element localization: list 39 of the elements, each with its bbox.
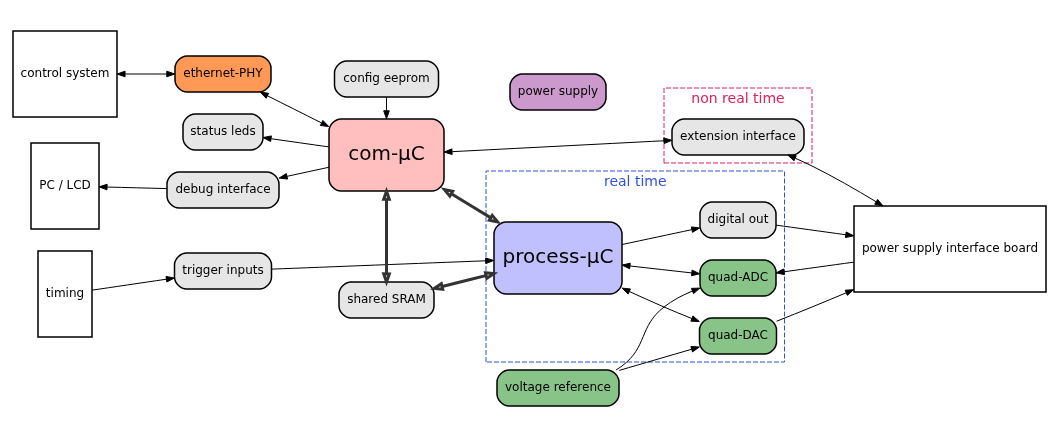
node-box: com-µC	[328, 118, 445, 192]
node-box: quad-ADC	[699, 259, 777, 297]
arrow	[775, 261, 855, 276]
arrow	[259, 91, 330, 128]
arrow	[775, 224, 855, 238]
arrow	[615, 287, 701, 371]
node-box: process-µC	[493, 221, 623, 295]
node-box: voltage reference	[496, 369, 620, 407]
arrow	[262, 135, 330, 148]
node-box: status leds	[182, 113, 264, 151]
node-box: trigger inputs	[173, 252, 273, 290]
node-box: power supply	[509, 73, 607, 111]
arrow	[98, 183, 168, 191]
node-box: PC / LCD	[30, 142, 100, 230]
arrow	[116, 70, 176, 78]
node-box: shared SRAM	[338, 281, 435, 319]
node-box: ethernet-PHY	[174, 55, 272, 93]
arrow	[440, 187, 502, 225]
arrow	[621, 287, 700, 322]
arrow	[621, 262, 701, 277]
arrow	[429, 271, 499, 291]
arrow	[443, 137, 673, 155]
node-box: config eeprom	[333, 60, 440, 98]
arrow	[381, 186, 392, 287]
arrow	[383, 96, 390, 120]
arrow	[621, 226, 701, 246]
arrow	[787, 154, 884, 207]
node-box: control system	[12, 30, 118, 118]
node-box: timing	[37, 250, 93, 338]
arrow	[618, 346, 700, 371]
node-box: power supply interface board	[853, 205, 1047, 293]
arrow	[776, 289, 855, 322]
arrow	[278, 166, 330, 180]
node-box: quad-DAC	[698, 317, 778, 355]
node-box: digital out	[699, 201, 777, 239]
node-box: debug interface	[166, 171, 280, 209]
arrow	[91, 275, 175, 291]
node-box: extension interface	[671, 118, 805, 156]
arrow	[271, 257, 495, 270]
